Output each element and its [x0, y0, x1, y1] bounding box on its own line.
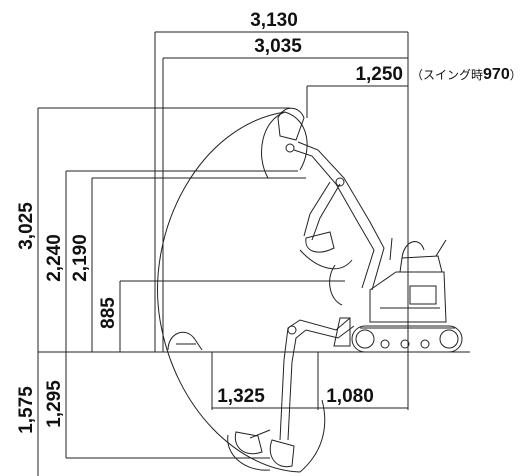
boom-lowered [234, 317, 355, 468]
dim-3035: 3,035 [254, 36, 302, 57]
boom-raised [277, 107, 385, 291]
dim-1250: 1,250 [355, 64, 403, 85]
dimension-labels-bottom: 1,325 1,080 [217, 386, 374, 407]
top-dimension-lines [154, 31, 409, 410]
dim-3025: 3,025 [16, 202, 37, 250]
dim-1575: 1,575 [16, 386, 37, 434]
ground-bucket [167, 331, 203, 351]
dimension-labels-top: 3,130 3,035 1,250 （スイング時970） [250, 10, 522, 85]
dim-2190: 2,190 [70, 234, 91, 282]
left-dimension-lines [37, 107, 470, 476]
dim-885: 885 [98, 297, 119, 329]
dozer-blade [333, 317, 351, 347]
dim-2240: 2,240 [44, 234, 65, 282]
digging-envelope [157, 111, 353, 473]
dim-1080: 1,080 [326, 386, 374, 407]
dimension-labels-left: 3,025 2,240 2,190 885 1,575 1,295 [16, 202, 119, 434]
crawler-track [351, 325, 463, 353]
dim-3130: 3,130 [250, 10, 298, 31]
dim-1295: 1,295 [44, 380, 65, 428]
upper-structure [369, 237, 447, 323]
dim-1325: 1,325 [217, 386, 265, 407]
excavator-machine [167, 107, 463, 468]
swing-note: （スイング時970） [411, 66, 522, 83]
bottom-dimension-lines [211, 352, 408, 410]
